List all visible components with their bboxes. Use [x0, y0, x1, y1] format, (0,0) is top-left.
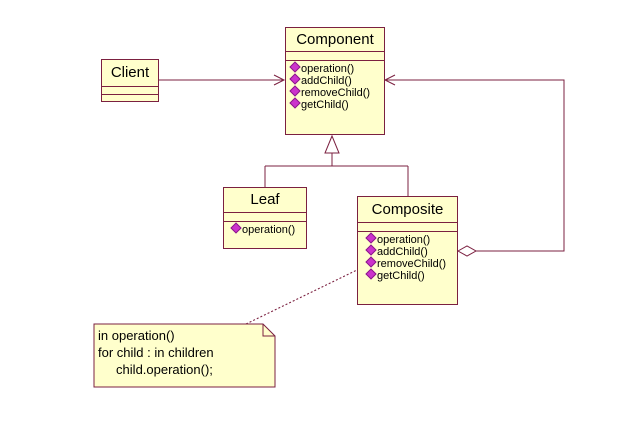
- operation-label: addChild(): [377, 246, 428, 258]
- composite-class[interactable]: Composite operation() addChild() removeC…: [357, 196, 458, 305]
- leaf-class-name: Leaf: [224, 188, 306, 213]
- note-fold-icon: [262, 324, 275, 337]
- component-operation-item: operation(): [289, 61, 384, 75]
- composite-operation-item: getChild(): [365, 268, 457, 282]
- operation-label: addChild(): [301, 75, 352, 87]
- operation-label: getChild(): [377, 270, 425, 282]
- composite-operation-item: operation(): [365, 232, 457, 246]
- component-operation-item: addChild(): [289, 73, 384, 87]
- method-icon: [289, 61, 301, 73]
- operation-label: operation(): [301, 63, 355, 75]
- note-line: for child : in children: [98, 345, 214, 360]
- note-anchor-line: [245, 269, 358, 325]
- component-operation-item: removeChild(): [289, 85, 384, 99]
- composite-operation-item: removeChild(): [365, 256, 457, 270]
- composite-attributes: [358, 223, 457, 232]
- note-line: in operation(): [98, 328, 175, 343]
- method-icon: [365, 268, 377, 280]
- method-icon: [289, 73, 301, 85]
- leaf-class[interactable]: Leaf operation(): [223, 187, 307, 249]
- composite-operations: operation() addChild() removeChild() get…: [358, 232, 457, 282]
- operation-label: removeChild(): [301, 87, 371, 99]
- leaf-operation-item: operation(): [230, 222, 306, 236]
- method-icon: [365, 232, 377, 244]
- method-icon: [365, 244, 377, 256]
- aggregation-diamond-icon: [456, 245, 478, 257]
- operation-label: getChild(): [301, 99, 349, 111]
- client-operations: [102, 95, 158, 101]
- composite-operation-item: addChild(): [365, 244, 457, 258]
- association-arrowhead-icon: [273, 74, 286, 86]
- client-attributes: [102, 87, 158, 95]
- method-icon: [289, 85, 301, 97]
- client-class-name: Client: [102, 60, 158, 87]
- composite-component-aggregation: [385, 79, 565, 252]
- component-operation-item: getChild(): [289, 97, 384, 111]
- component-attributes: [286, 52, 384, 61]
- method-icon: [365, 256, 377, 268]
- client-class[interactable]: Client: [101, 59, 159, 102]
- operation-label: operation(): [242, 224, 296, 236]
- operation-label: removeChild(): [377, 258, 447, 270]
- note-shape: [93, 323, 276, 388]
- composite-class-name: Composite: [358, 197, 457, 223]
- aggregation-arrowhead-icon: [383, 74, 396, 86]
- component-operations: operation() addChild() removeChild() get…: [286, 61, 384, 111]
- generalization-triangle-icon: [324, 134, 340, 154]
- operation-label: operation(): [377, 234, 431, 246]
- method-icon: [230, 222, 242, 234]
- leaf-attributes: [224, 213, 306, 222]
- leaf-operations: operation(): [224, 222, 306, 236]
- operation-note[interactable]: in operation() for child : in children ch…: [94, 324, 275, 387]
- note-text: in operation() for child : in children ch…: [98, 327, 214, 378]
- note-line: child.operation();: [98, 362, 213, 377]
- component-class[interactable]: Component operation() addChild() removeC…: [285, 27, 385, 135]
- component-class-name: Component: [286, 28, 384, 52]
- method-icon: [289, 97, 301, 109]
